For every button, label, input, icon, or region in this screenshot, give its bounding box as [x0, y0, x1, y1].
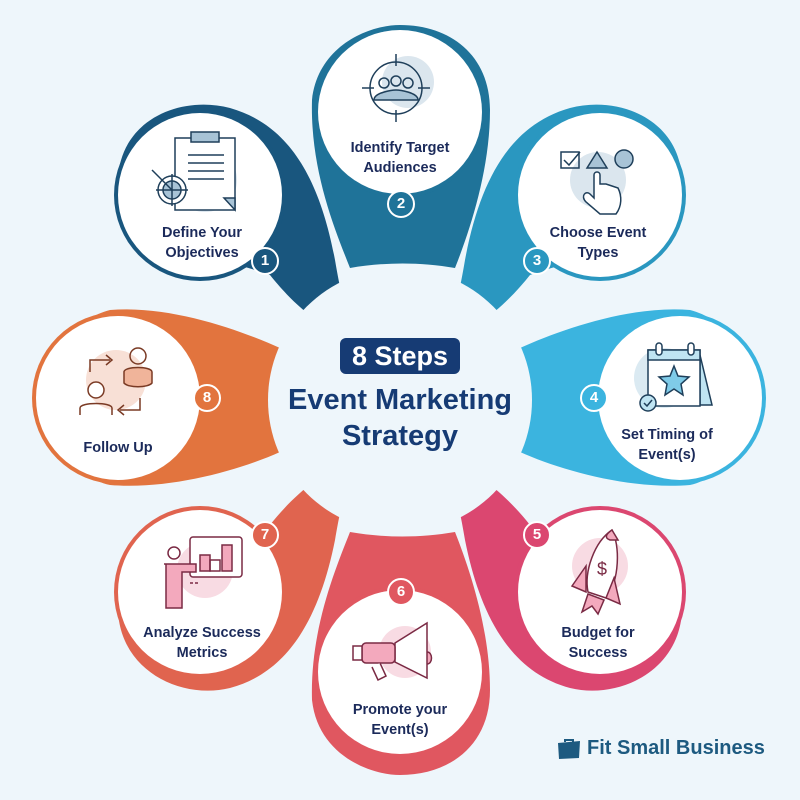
main-title: Event Marketing Strategy	[250, 382, 550, 454]
rocket-dollar-icon: $	[570, 528, 628, 616]
step-7-number-badge: 7	[251, 521, 279, 549]
svg-text:$: $	[597, 559, 607, 579]
step-1-label-line2: Objectives	[165, 245, 239, 261]
step-4-number-badge: 4	[580, 384, 608, 412]
step-7-label: Analyze Success Metrics	[127, 623, 277, 663]
step-8-number-badge: 8	[193, 384, 221, 412]
megaphone-icon	[352, 621, 433, 682]
presenter-chart-icon	[164, 536, 243, 609]
step-6-label-line1: Promote your	[352, 702, 448, 718]
step-5-label-line1: Budget for	[561, 625, 635, 641]
step-2-label: Identify Target Audiences	[325, 138, 475, 178]
step-6-number-badge: 6	[387, 578, 415, 606]
step-6-label-line2: Event(s)	[371, 722, 429, 738]
step-5-label-line2: Success	[568, 645, 628, 661]
step-4-label-line2: Event(s)	[638, 447, 696, 463]
hand-select-shapes-icon	[560, 149, 634, 215]
center-circle	[268, 268, 532, 532]
step-4-label-line1: Set Timing of	[621, 427, 713, 443]
clipboard-target-icon	[151, 131, 237, 212]
step-1-number-badge: 1	[251, 247, 279, 275]
step-8-label-line1: Follow Up	[83, 440, 153, 456]
step-2-bubble	[314, 26, 486, 198]
step-5-label: Budget for Success	[523, 623, 673, 663]
brand-name: Fit Small Business	[587, 737, 765, 759]
calendar-star-icon	[634, 342, 713, 412]
step-8-label: Follow Up	[43, 438, 193, 458]
step-7-label-line1: Analyze Success	[143, 625, 261, 641]
main-title-line1: Event Marketing	[288, 384, 512, 416]
steps-count-pill: 8 Steps	[339, 338, 461, 374]
step-3-label: Choose Event Types	[523, 223, 673, 263]
step-1-label: Define Your Objectives	[127, 223, 277, 263]
center-title: 8 Steps Event Marketing Strategy	[250, 338, 550, 454]
step-1-label-line1: Define Your	[161, 225, 243, 241]
brand-logo: Fit Small Business	[557, 737, 765, 760]
step-7-label-line2: Metrics	[176, 645, 228, 661]
step-2-number-badge: 2	[387, 190, 415, 218]
step-6-label: Promote your Event(s)	[325, 700, 475, 740]
people-exchange-icon	[79, 347, 153, 416]
step-3-number-badge: 3	[523, 247, 551, 275]
step-2-label-line2: Audiences	[363, 160, 437, 176]
step-4-label: Set Timing of Event(s)	[592, 425, 742, 465]
briefcase-icon	[558, 738, 580, 759]
audience-crosshair-icon	[362, 54, 434, 122]
step-2-label-line1: Identify Target	[350, 140, 450, 156]
main-title-line2: Strategy	[341, 420, 459, 452]
step-3-label-line2: Types	[577, 245, 619, 261]
step-5-number-badge: 5	[523, 521, 551, 549]
step-3-label-line1: Choose Event	[549, 225, 647, 241]
